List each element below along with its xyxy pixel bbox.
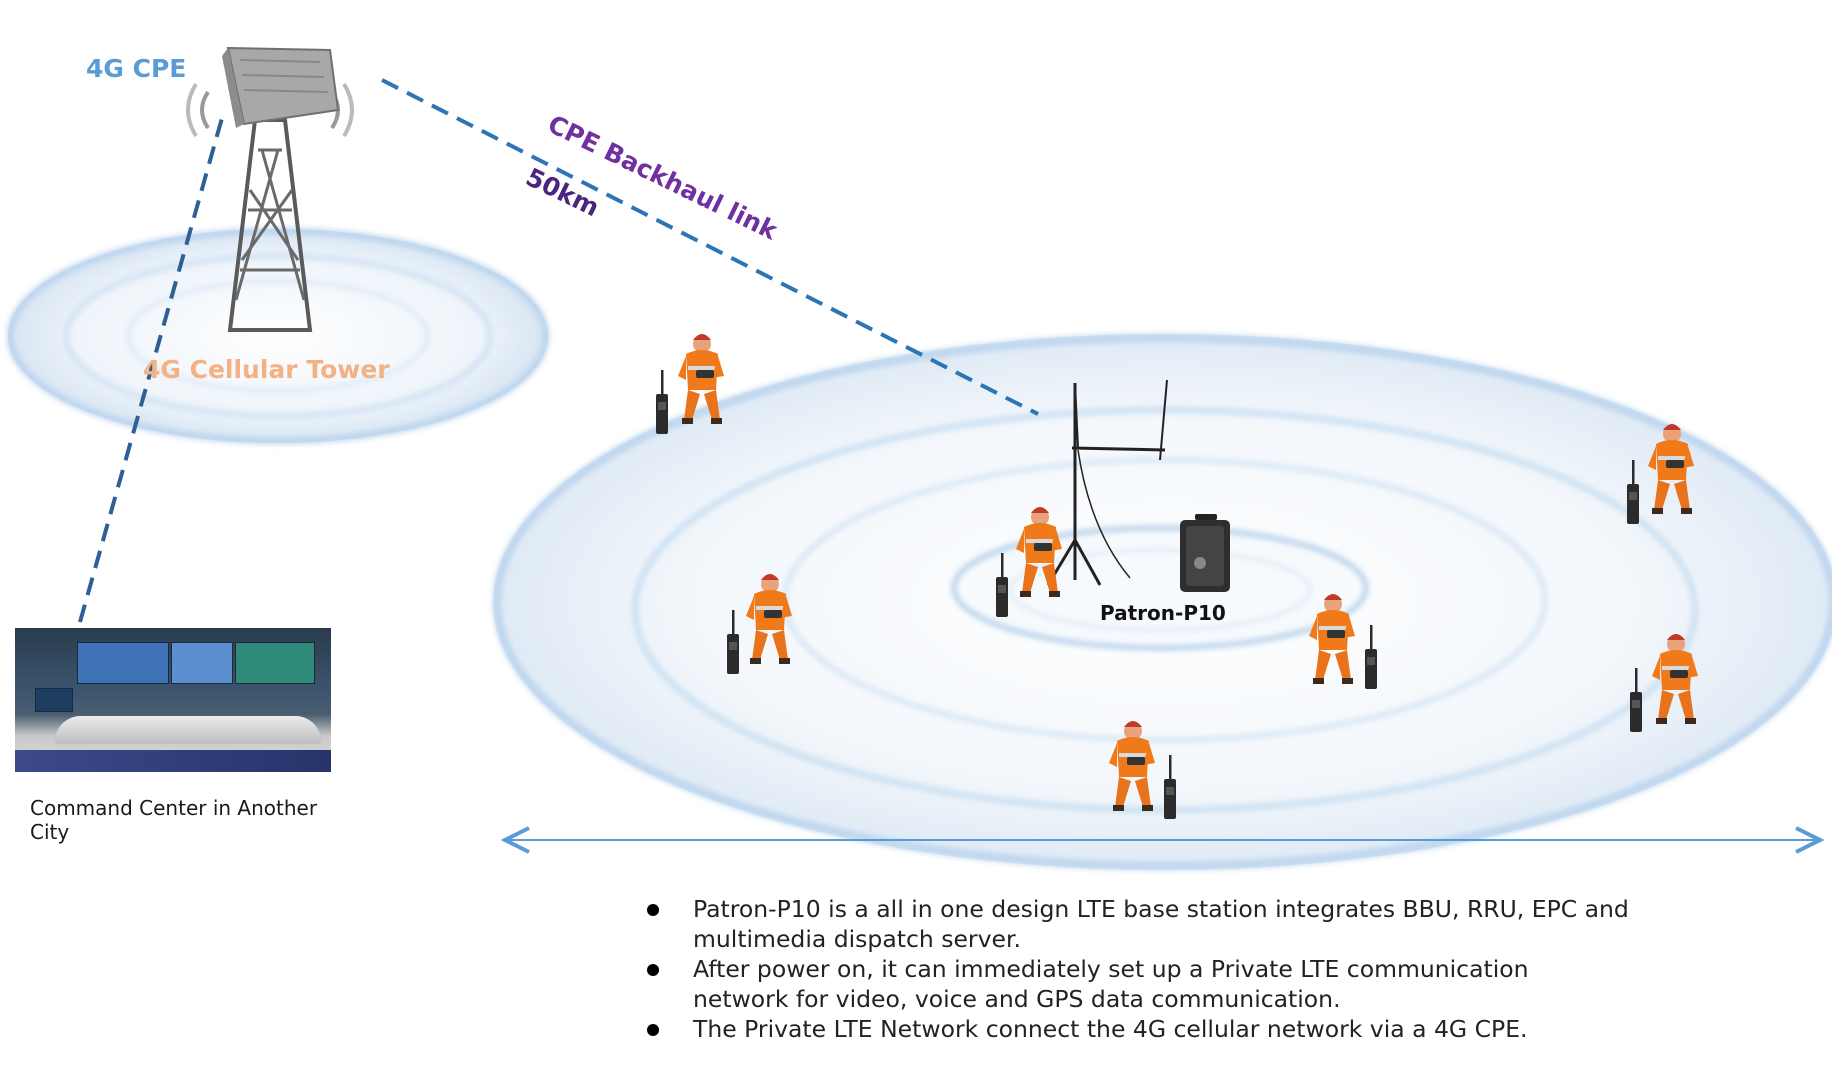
feature-line: After power on, it can immediately set u… <box>693 955 1529 983</box>
cell-tower-icon <box>227 118 313 332</box>
tower-label: 4G Cellular Tower <box>143 355 390 384</box>
station-label: Patron-P10 <box>1100 601 1226 625</box>
feature-line: The Private LTE Network connect the 4G c… <box>693 1015 1528 1043</box>
bullet-icon <box>647 964 659 976</box>
cpe-backhaul-link <box>381 78 1039 416</box>
bullet-icon <box>647 904 659 916</box>
feature-list: Patron-P10 is a all in one design LTE ba… <box>645 894 1705 1044</box>
feature-line: multimedia dispatch server. <box>693 925 1021 953</box>
feature-item: Patron-P10 is a all in one design LTE ba… <box>645 894 1705 954</box>
feature-item: After power on, it can immediately set u… <box>645 954 1705 1014</box>
backhaul-label: CPE Backhaul link <box>543 109 783 246</box>
base-station-case-icon <box>1180 514 1230 592</box>
bullet-icon <box>647 1024 659 1036</box>
command-center-caption: Command Center in Another City <box>30 796 318 844</box>
antenna-tripod-icon <box>1046 379 1168 586</box>
feature-line: Patron-P10 is a all in one design LTE ba… <box>693 895 1629 923</box>
feature-line: network for video, voice and GPS data co… <box>693 985 1341 1013</box>
cpe-device-icon <box>186 46 354 138</box>
cpe-label: 4G CPE <box>86 54 186 83</box>
tower-coverage-disc <box>7 228 549 444</box>
radio-icon <box>656 370 668 434</box>
private-lte-coverage-disc <box>493 334 1832 870</box>
feature-item: The Private LTE Network connect the 4G c… <box>645 1014 1705 1044</box>
command-center-photo <box>15 628 331 772</box>
command-center-link <box>78 117 224 623</box>
